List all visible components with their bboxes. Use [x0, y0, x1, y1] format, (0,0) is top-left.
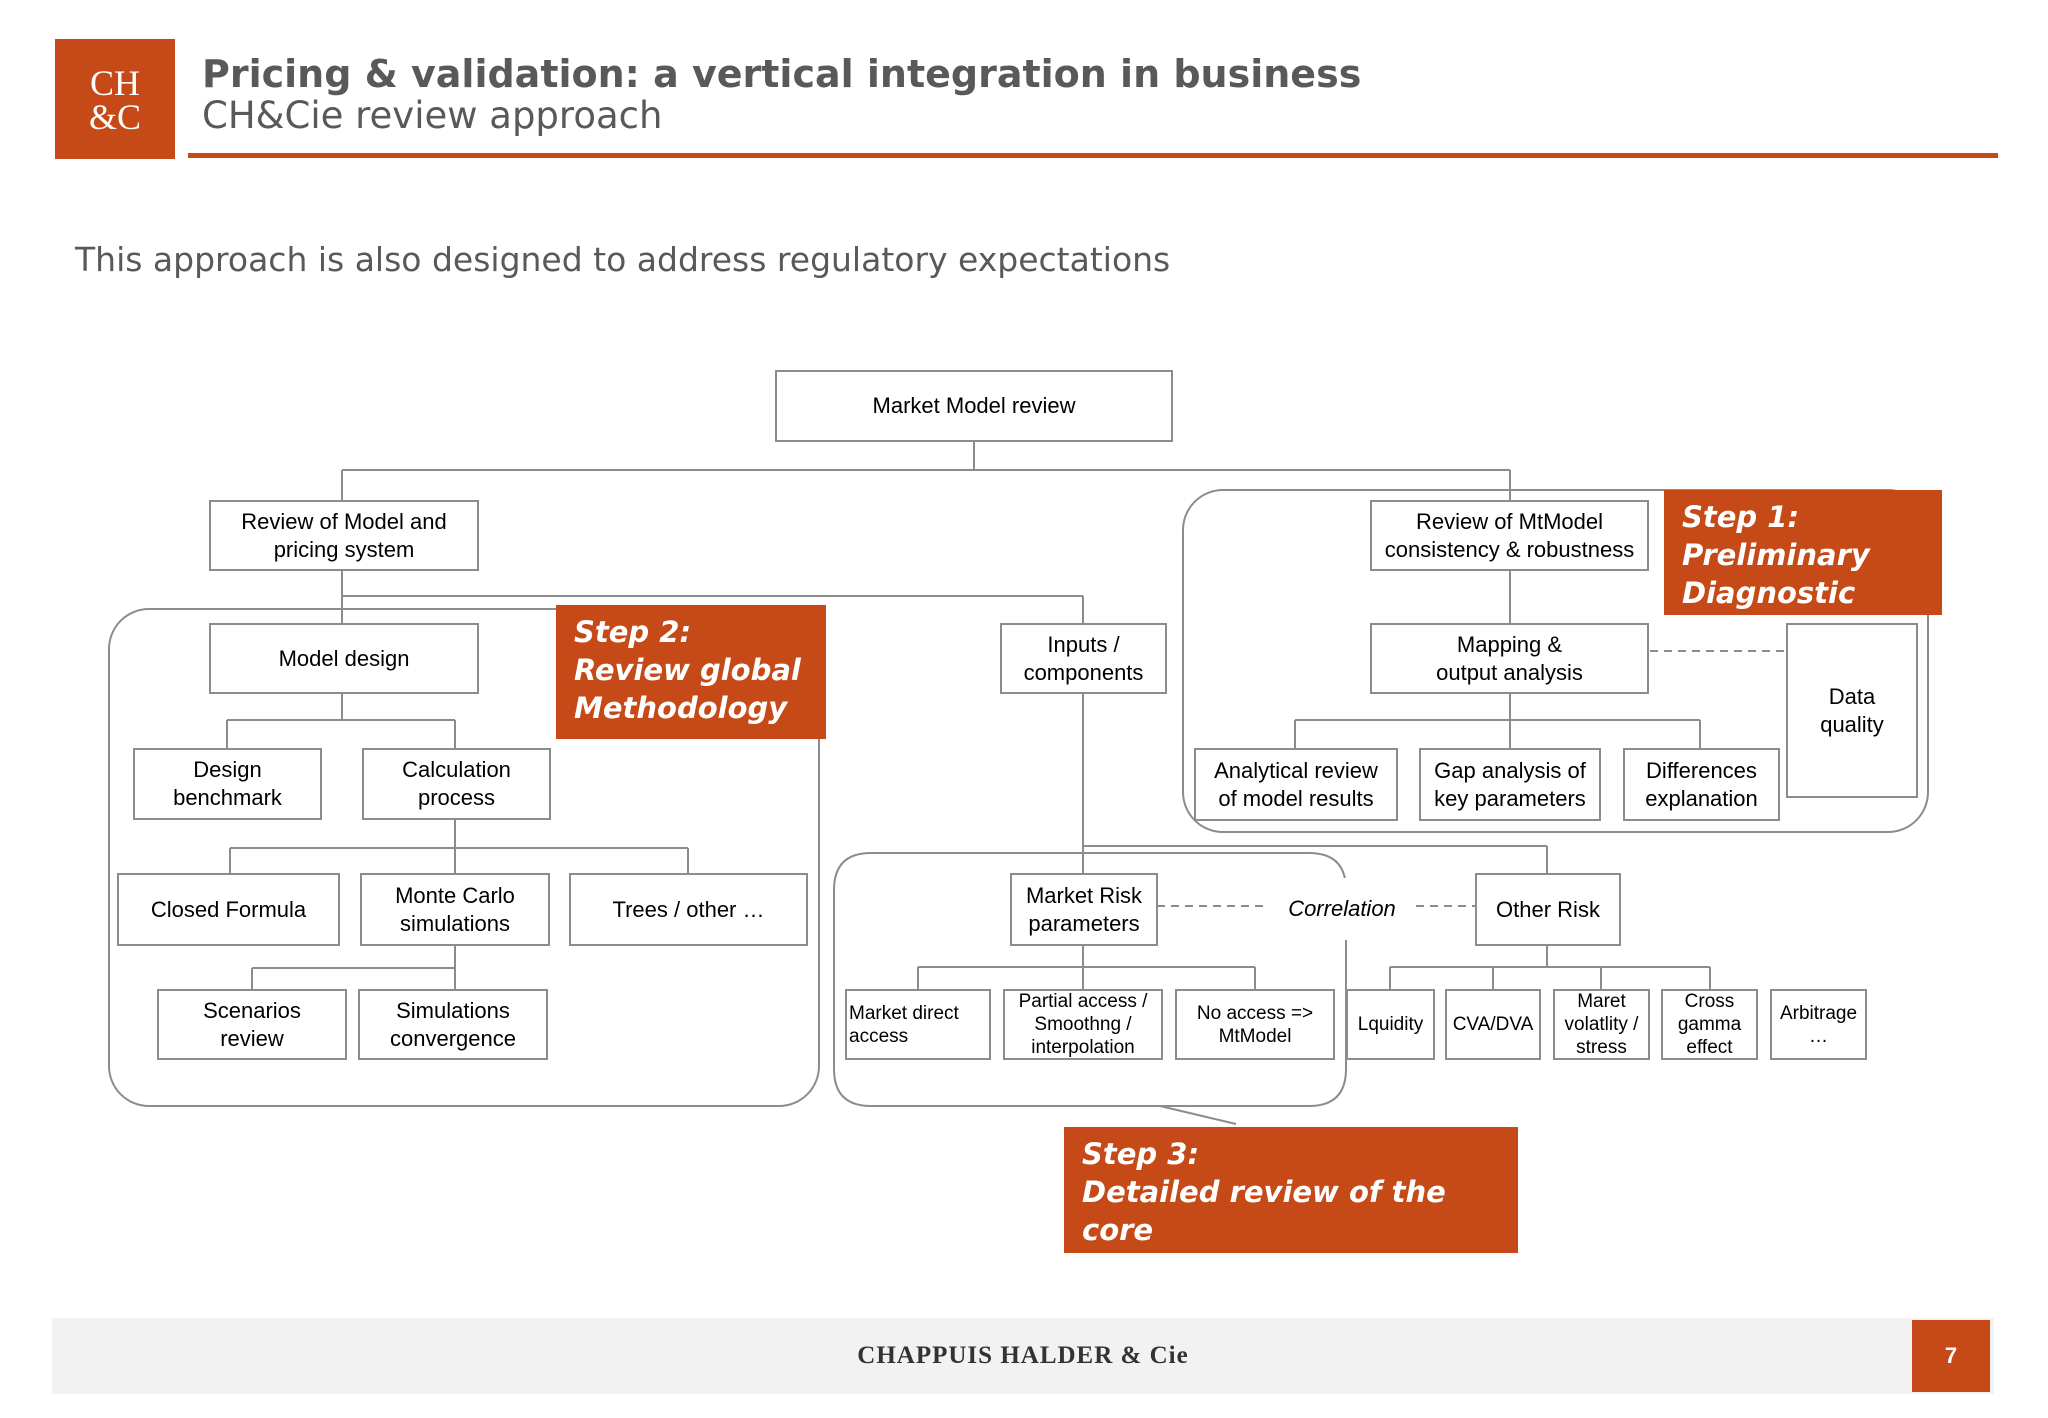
- step2-line2: Review global: [574, 653, 801, 687]
- scenarios-review-box: Scenarios review: [157, 989, 347, 1060]
- other-risk-box: Other Risk: [1475, 873, 1621, 946]
- model-design-box: Model design: [209, 623, 479, 694]
- review-model-box: Review of Model and pricing system: [209, 500, 479, 571]
- group-diagnostic: [1182, 489, 1929, 833]
- company-logo: CH &C: [55, 39, 175, 159]
- simulations-convergence-box: Simulations convergence: [358, 989, 548, 1060]
- step1-label: Step 1:: [1682, 500, 1800, 534]
- market-model-review-box: Market Model review: [775, 370, 1173, 442]
- differences-explanation-box: Differences explanation: [1623, 748, 1780, 821]
- data-quality-box: Data quality: [1786, 623, 1918, 798]
- cross-gamma-box: Cross gamma effect: [1661, 989, 1758, 1060]
- monte-carlo-box: Monte Carlo simulations: [360, 873, 550, 946]
- analytical-review-box: Analytical review of model results: [1194, 748, 1398, 821]
- market-direct-access-box: Market direct access: [845, 989, 991, 1060]
- page-number: 7: [1912, 1320, 1990, 1392]
- review-mtmodel-box: Review of MtModel consistency & robustne…: [1370, 500, 1649, 571]
- step1-line2: Preliminary: [1682, 538, 1870, 572]
- step3-callout: Step 3: Detailed review of the core comp…: [1064, 1127, 1518, 1285]
- design-benchmark-box: Design benchmark: [133, 748, 322, 820]
- no-access-box: No access => MtModel: [1175, 989, 1335, 1060]
- liquidity-box: Lquidity: [1346, 989, 1435, 1060]
- footer-brand: CHAPPUIS HALDER & Cie: [857, 1342, 1189, 1369]
- step3-label: Step 3:: [1082, 1137, 1200, 1171]
- slide-subtitle: CH&Cie review approach: [202, 94, 663, 137]
- step1-callout: Step 1: Preliminary Diagnostic: [1664, 490, 1942, 615]
- calculation-process-box: Calculation process: [362, 748, 551, 820]
- group-methodology: [108, 608, 820, 1107]
- header-rule: [188, 153, 1998, 158]
- gap-analysis-box: Gap analysis of key parameters: [1419, 748, 1601, 821]
- step1-line3: Diagnostic: [1682, 576, 1856, 610]
- maret-volatility-box: Maret volatlity / stress: [1553, 989, 1650, 1060]
- cva-dva-box: CVA/DVA: [1445, 989, 1541, 1060]
- step3-line3: components: [1082, 1251, 1283, 1285]
- market-risk-parameters-box: Market Risk parameters: [1010, 873, 1158, 946]
- correlation-label: Correlation: [1268, 878, 1416, 940]
- group-core-components: [833, 852, 1347, 1107]
- lead-text: This approach is also designed to addres…: [75, 240, 1171, 279]
- logo-line-1: CH: [89, 63, 140, 103]
- step3-line2: Detailed review of the core: [1082, 1175, 1446, 1247]
- arbitrage-box: Arbitrage …: [1770, 989, 1867, 1060]
- inputs-components-box: Inputs / components: [1000, 623, 1167, 694]
- step2-line3: Methodology: [574, 691, 788, 725]
- step2-label: Step 2:: [574, 615, 692, 649]
- closed-formula-box: Closed Formula: [117, 873, 340, 946]
- step2-callout: Step 2: Review global Methodology: [556, 605, 826, 739]
- partial-access-box: Partial access / Smoothng / interpolatio…: [1003, 989, 1163, 1060]
- trees-other-box: Trees / other …: [569, 873, 808, 946]
- mapping-output-box: Mapping & output analysis: [1370, 623, 1649, 694]
- logo-line-2: &C: [88, 97, 141, 137]
- footer-bar: CHAPPUIS HALDER & Cie: [52, 1318, 1994, 1394]
- slide-title: Pricing & validation: a vertical integra…: [202, 52, 1362, 96]
